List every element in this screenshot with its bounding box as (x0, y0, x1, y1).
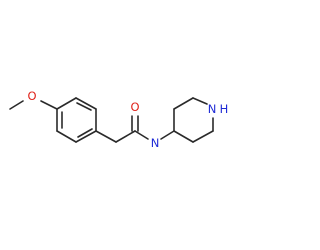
bond-n-piperidine (160, 130, 175, 140)
bond-aryl-ch2 (95, 130, 117, 143)
bond-pip-5 (173, 97, 194, 110)
structure-canvas: O O N N H (9, 89, 229, 150)
hydrogen-piperidine-label: H (220, 102, 229, 116)
bond-pip-2 (192, 130, 214, 143)
bond-ring-5 (75, 97, 97, 110)
bond-ring-double-2 (77, 128, 93, 138)
bond-ch2-carbonyl (115, 130, 136, 143)
oxygen-methoxy-label: O (27, 89, 36, 103)
bond-pip-4 (192, 97, 208, 105)
bond-carbonyl-n (134, 130, 149, 140)
nitrogen-piperidine-label: N (208, 102, 217, 116)
bond-ring-2 (56, 130, 77, 143)
oxygen-carbonyl-label: O (130, 100, 139, 114)
molecule-structure: O O N N H (9, 89, 229, 150)
bond-methyl-o (9, 100, 24, 110)
bond-ring-6 (56, 97, 77, 110)
bond-o-aryl (40, 100, 58, 110)
nitrogen-amide-label: N (151, 136, 160, 150)
bond-ring-3 (75, 130, 97, 143)
bond-pip-1 (173, 130, 194, 143)
bond-ring-double-3 (76, 102, 92, 111)
